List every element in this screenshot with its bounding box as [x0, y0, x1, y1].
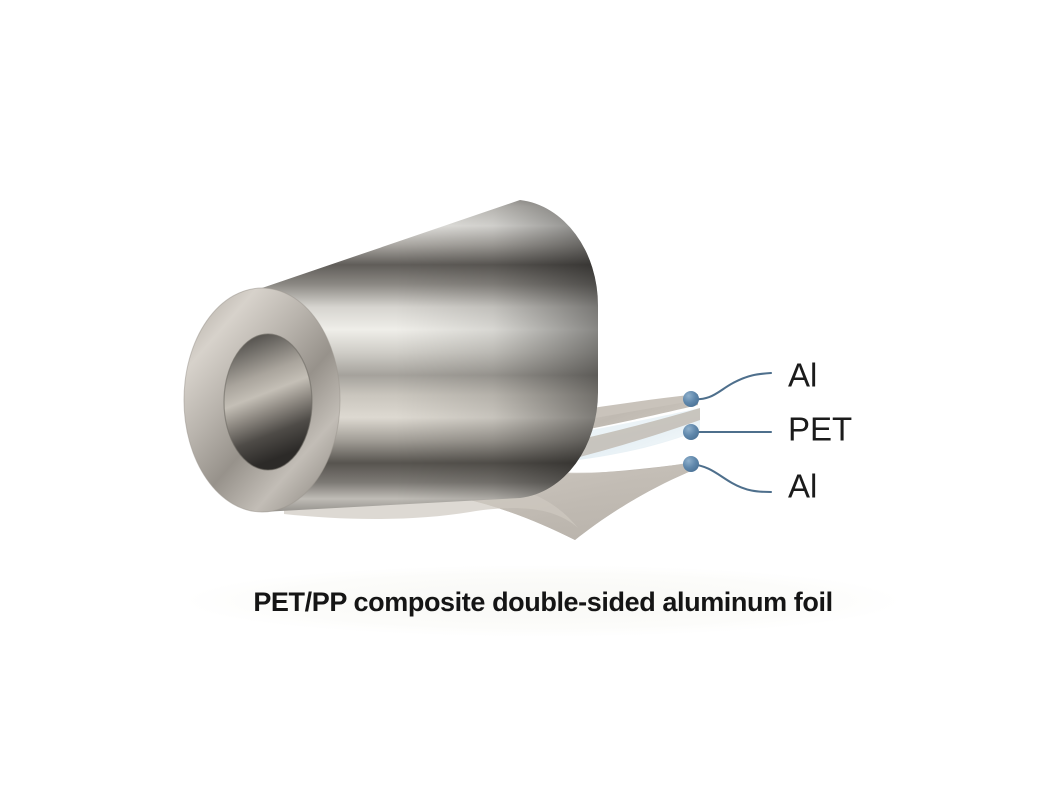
leader-line-al-bottom [689, 462, 773, 494]
callout-dot-al-top[interactable] [683, 391, 699, 407]
caption-halo [183, 565, 903, 637]
callout-label-al-bottom: Al [788, 468, 817, 505]
aluminum-foil-roll [183, 200, 599, 513]
callout-dot-pet[interactable] [683, 424, 699, 440]
callout-leaders [689, 371, 773, 494]
leader-line-al-top [689, 371, 773, 401]
callout-markers [683, 391, 699, 472]
callout-label-pet: PET [788, 411, 852, 448]
figure-caption: PET/PP composite double-sided aluminum f… [253, 587, 832, 617]
roll-core-rim [223, 333, 313, 471]
callout-label-al-top: Al [788, 357, 817, 394]
callout-dot-al-bottom[interactable] [683, 456, 699, 472]
callout-labels: Al PET Al [788, 357, 852, 505]
roll-outer-rim [183, 287, 341, 513]
roll-core-bore [224, 334, 312, 470]
